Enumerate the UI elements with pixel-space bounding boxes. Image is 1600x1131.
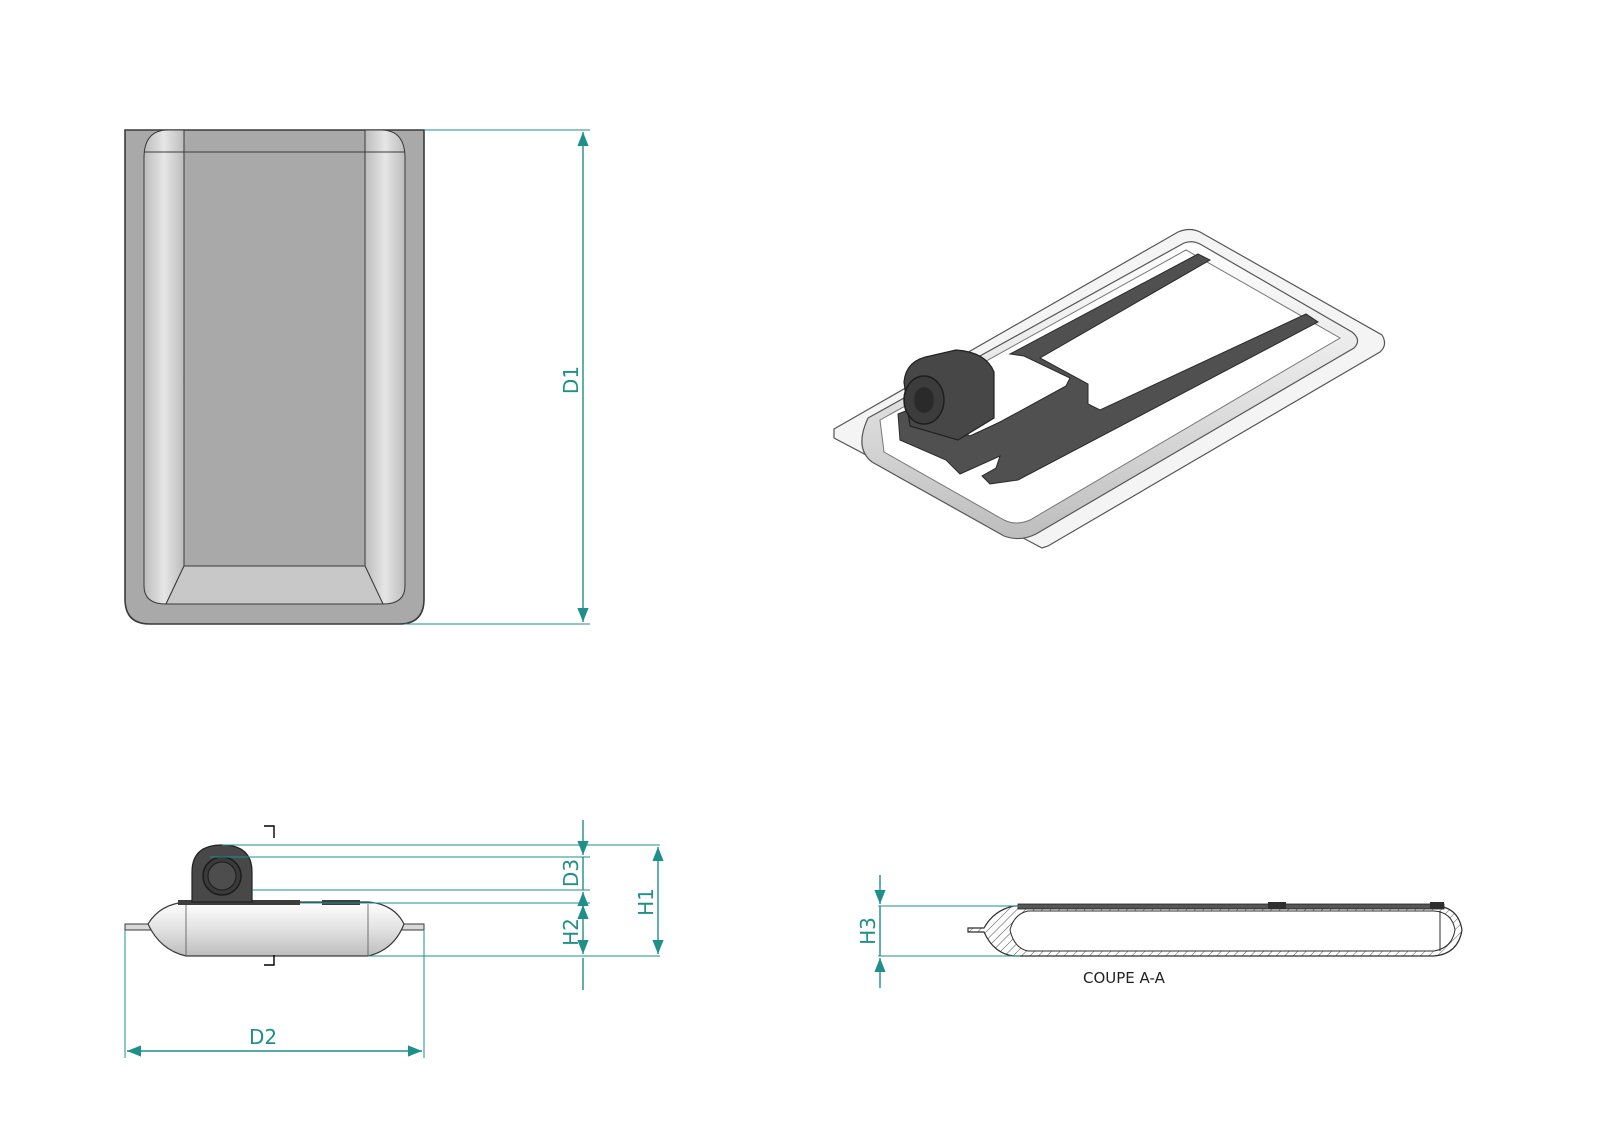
dimension-label-h2: H2 bbox=[559, 918, 583, 946]
section-marker-top bbox=[264, 825, 275, 838]
section-inner-cavity bbox=[1009, 910, 1456, 952]
section-view: H3 COUPE A-A bbox=[856, 875, 1463, 988]
front-tray-body bbox=[147, 901, 405, 957]
tray-bevel-bottom bbox=[165, 565, 384, 605]
section-marker-bottom bbox=[264, 955, 275, 966]
tray-floor bbox=[183, 151, 366, 567]
top-view: D1 bbox=[124, 129, 590, 625]
section-caption: COUPE A-A bbox=[1083, 969, 1166, 987]
dimension-label-d3: D3 bbox=[559, 859, 583, 887]
iso-clip-plate bbox=[897, 253, 1319, 485]
tray-bevel-right bbox=[364, 129, 406, 605]
dimension-label-h1: H1 bbox=[634, 888, 658, 916]
tray-bevel-left bbox=[143, 129, 185, 605]
section-clip-strip bbox=[1017, 903, 1445, 910]
front-view: D3 H2 H1 D2 bbox=[124, 820, 664, 1058]
dimension-label-h3: H3 bbox=[856, 917, 880, 945]
dimension-label-d2: D2 bbox=[249, 1025, 277, 1049]
isometric-view bbox=[833, 228, 1386, 549]
dimension-label-d1: D1 bbox=[559, 366, 583, 394]
